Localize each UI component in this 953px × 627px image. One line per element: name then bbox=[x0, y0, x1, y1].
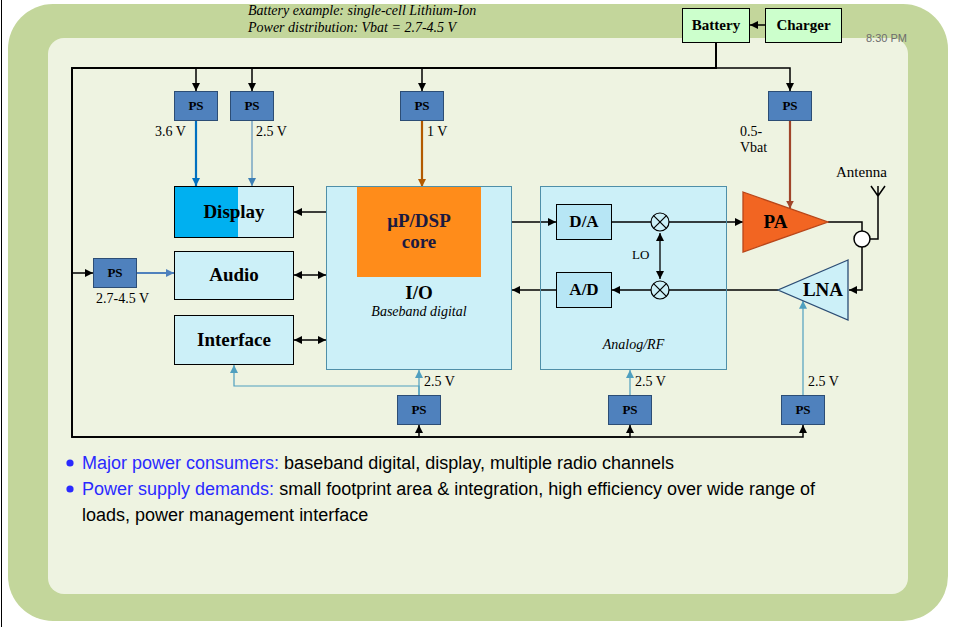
connector-arrow bbox=[421, 121, 423, 187]
node-text: PS bbox=[188, 99, 203, 113]
frame-outer bbox=[8, 4, 948, 621]
bullet-dot bbox=[66, 459, 73, 466]
connector-arrow bbox=[252, 121, 253, 186]
power-supply-box: PS bbox=[781, 395, 825, 425]
power-supply-box: PS bbox=[174, 91, 218, 121]
mixer-symbol bbox=[651, 281, 669, 299]
connector-arrow bbox=[294, 211, 326, 213]
interface-block: Interface bbox=[174, 315, 294, 365]
node-text: PS bbox=[782, 99, 797, 113]
node-text: μP/DSP core bbox=[373, 211, 465, 253]
charger-box: Charger bbox=[765, 8, 842, 43]
bullet-heading: Major power consumers: bbox=[82, 453, 279, 473]
lo-wire bbox=[659, 233, 660, 279]
node-text: PS bbox=[107, 266, 122, 280]
connector-arrow bbox=[294, 274, 326, 276]
lna-input-wire bbox=[849, 247, 862, 290]
connector-arrow bbox=[716, 43, 790, 91]
voltage-label: 3.6 V bbox=[155, 124, 186, 140]
connector-arrow bbox=[196, 43, 716, 91]
connector-arrow bbox=[72, 43, 803, 437]
pa-output-wire bbox=[828, 222, 862, 231]
connector-arrow bbox=[195, 121, 197, 186]
connector-arrow bbox=[137, 272, 174, 274]
bullet-dot bbox=[66, 485, 73, 492]
connector-arrow bbox=[802, 301, 803, 395]
audio-block: Audio bbox=[174, 251, 294, 300]
node-text: Baseband digital bbox=[371, 304, 466, 319]
voltage-label: 1 V bbox=[427, 124, 447, 140]
duplexer-symbol bbox=[854, 231, 870, 247]
antenna-feed bbox=[870, 196, 878, 239]
connector-arrow bbox=[512, 289, 556, 291]
block-fill bbox=[540, 186, 727, 370]
node-text: A/D bbox=[569, 281, 598, 300]
connector-arrow bbox=[252, 43, 716, 91]
low-noise-amplifier: LNA bbox=[778, 260, 848, 320]
voltage-label: 2.5 V bbox=[256, 124, 287, 140]
voltage-label: 2.5 V bbox=[424, 374, 455, 390]
power-supply-box: PS bbox=[768, 91, 812, 121]
bullet-line: Power supply demands:small footprint are… bbox=[82, 476, 827, 528]
battery-note: Battery example: single-cell Lithium-Ion bbox=[248, 3, 476, 19]
connector-arrow bbox=[422, 43, 716, 91]
bullet-heading: Power supply demands: bbox=[82, 479, 274, 499]
node-text: Interface bbox=[197, 330, 271, 351]
node-text: PS bbox=[414, 99, 429, 113]
screen-area bbox=[48, 38, 908, 594]
power-supply-box: PS bbox=[93, 258, 137, 288]
analog-rf-block: Analog/RF D/A A/D bbox=[540, 186, 727, 370]
voltage-label: 0.5-Vbat bbox=[740, 124, 780, 156]
node-text: Charger bbox=[776, 17, 830, 34]
connector-arrow bbox=[72, 43, 716, 437]
node-text: LNA bbox=[803, 280, 843, 301]
node-text: PS bbox=[795, 403, 810, 417]
node-text: PS bbox=[244, 99, 259, 113]
power-supply-box: PS bbox=[230, 91, 274, 121]
display-block: Display bbox=[174, 186, 294, 238]
node-text: PA bbox=[764, 212, 788, 233]
node-text: D/A bbox=[569, 213, 598, 232]
voltage-label: 2.7-4.5 V bbox=[96, 291, 149, 307]
node-text: Analog/RF bbox=[603, 337, 664, 352]
node-text: Display bbox=[203, 202, 264, 223]
node-text: Audio bbox=[209, 265, 259, 286]
bullet-line: Major power consumers:baseband digital, … bbox=[82, 450, 912, 476]
power-supply-box: PS bbox=[400, 91, 444, 121]
connector-arrow bbox=[629, 370, 630, 395]
node-text: I/O bbox=[405, 283, 432, 304]
baseband-block: I/OBaseband digital μP/DSP core bbox=[326, 186, 512, 370]
edge-rule bbox=[1, 0, 2, 627]
status-clock: 8:30 PM bbox=[866, 32, 907, 45]
processor-core: μP/DSP core bbox=[357, 187, 481, 277]
block-fill bbox=[326, 186, 512, 370]
power-supply-box: PS bbox=[608, 395, 652, 425]
node-text: PS bbox=[411, 403, 426, 417]
connector-arrow bbox=[612, 289, 778, 291]
connector-arrow bbox=[294, 339, 326, 341]
voltage-label: 2.5 V bbox=[808, 374, 839, 390]
voltage-label: 2.5 V bbox=[635, 374, 666, 390]
antenna-label: Antenna bbox=[836, 164, 887, 181]
converter-box: D/A bbox=[556, 204, 612, 240]
power-supply-box: PS bbox=[397, 395, 441, 425]
connector-arrow bbox=[612, 221, 743, 223]
power-amplifier: PA bbox=[743, 192, 828, 252]
connector-arrow bbox=[512, 221, 556, 223]
connector-arrow bbox=[750, 24, 765, 26]
node-text: PS bbox=[622, 403, 637, 417]
converter-box: A/D bbox=[556, 272, 612, 308]
battery-box: Battery bbox=[682, 8, 750, 43]
connector-arrow bbox=[789, 121, 791, 209]
connector-arrow bbox=[72, 43, 716, 437]
mixer-symbol bbox=[651, 213, 669, 231]
distribution-note: Power distribution: Vbat = 2.7-4.5 V bbox=[248, 20, 456, 36]
lo-label: LO bbox=[632, 248, 649, 263]
bullet-text: baseband digital, display, multiple radi… bbox=[284, 453, 674, 473]
antenna-symbol bbox=[871, 186, 885, 196]
node-text: Battery bbox=[692, 17, 740, 34]
